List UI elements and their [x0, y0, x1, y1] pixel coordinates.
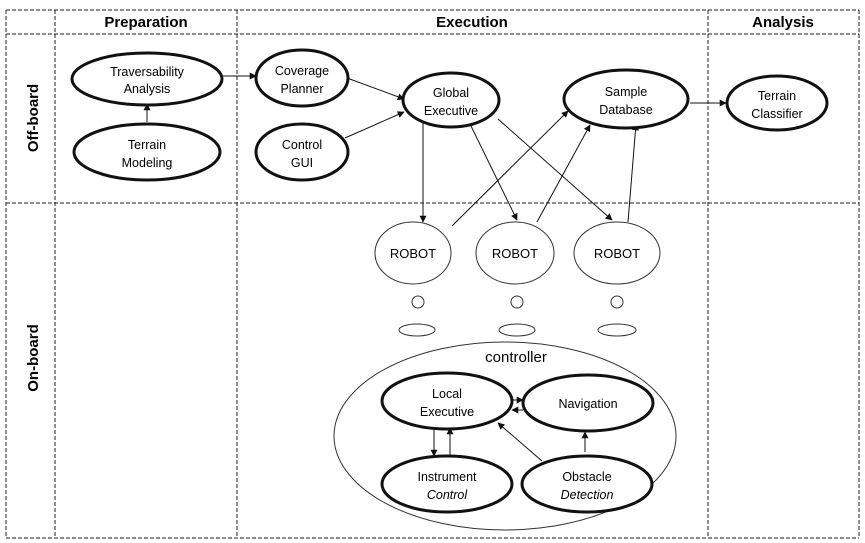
node-label: Planner: [280, 82, 323, 96]
node-label: Analysis: [124, 82, 171, 96]
node-label: Traversability: [110, 65, 185, 79]
node-label: Modeling: [122, 156, 173, 170]
node-terrain-classifier: Terrain Classifier: [725, 74, 829, 132]
node-label: Executive: [420, 405, 474, 419]
column-header-preparation: Preparation: [104, 14, 187, 31]
node-obstacle-detection: Obstacle Detection: [520, 454, 654, 514]
controller-label: controller: [485, 349, 547, 366]
controller-container: controller: [333, 341, 677, 531]
node-instrument-control: Instrument Control: [380, 454, 514, 514]
node-label: GUI: [291, 156, 313, 170]
node-label: Navigation: [558, 397, 617, 411]
node-label: Terrain: [758, 89, 796, 103]
node-label: Detection: [561, 488, 614, 502]
node-label: Sample: [605, 85, 647, 99]
edge-obstacle-to-local: [497, 422, 543, 462]
edge-robot1-to-sampledb: [451, 110, 569, 227]
node-label: Control: [282, 138, 322, 152]
robot-1: ROBOT: [374, 221, 452, 285]
edge-coverage-to-global: [346, 77, 405, 101]
robot-2: ROBOT: [475, 221, 555, 285]
node-label: Instrument: [417, 470, 477, 484]
row-header-onboard: On-board: [25, 324, 42, 392]
node-sample-database: Sample Database: [562, 68, 690, 130]
edge-robot3-to-sampledb: [627, 123, 639, 223]
node-label: Local: [432, 387, 462, 401]
node-label: Global: [433, 86, 469, 100]
edges: [143, 72, 727, 462]
edge-control-gui-to-global: [344, 111, 405, 139]
node-label: Control: [427, 488, 469, 502]
row-header-offboard: Off-board: [25, 84, 42, 152]
node-label: Database: [599, 103, 653, 117]
node-label: Terrain: [128, 138, 166, 152]
node-label: Executive: [424, 104, 478, 118]
edge-global-to-robot3: [497, 118, 613, 221]
node-label: Classifier: [751, 107, 802, 121]
node-local-executive: Local Executive: [380, 371, 514, 431]
edge-robot2-to-sampledb: [536, 124, 591, 223]
node-coverage-planner: Coverage Planner: [254, 48, 350, 108]
robot-3: ROBOT: [573, 221, 661, 285]
column-header-analysis: Analysis: [752, 14, 814, 31]
column-header-execution: Execution: [436, 14, 508, 31]
robot-label: ROBOT: [594, 246, 640, 261]
bubble-connectors: [398, 295, 637, 337]
node-traversability-analysis: Traversability Analysis: [70, 51, 224, 107]
node-label: Obstacle: [562, 470, 611, 484]
robot-label: ROBOT: [390, 246, 436, 261]
node-label: Coverage: [275, 64, 329, 78]
node-terrain-modeling: Terrain Modeling: [72, 122, 222, 182]
grid: [5, 9, 860, 539]
node-control-gui: Control GUI: [254, 122, 350, 182]
node-global-executive: Global Executive: [401, 71, 501, 129]
robot-label: ROBOT: [492, 246, 538, 261]
edge-global-to-robot2: [469, 123, 518, 221]
node-navigation: Navigation: [521, 373, 655, 433]
